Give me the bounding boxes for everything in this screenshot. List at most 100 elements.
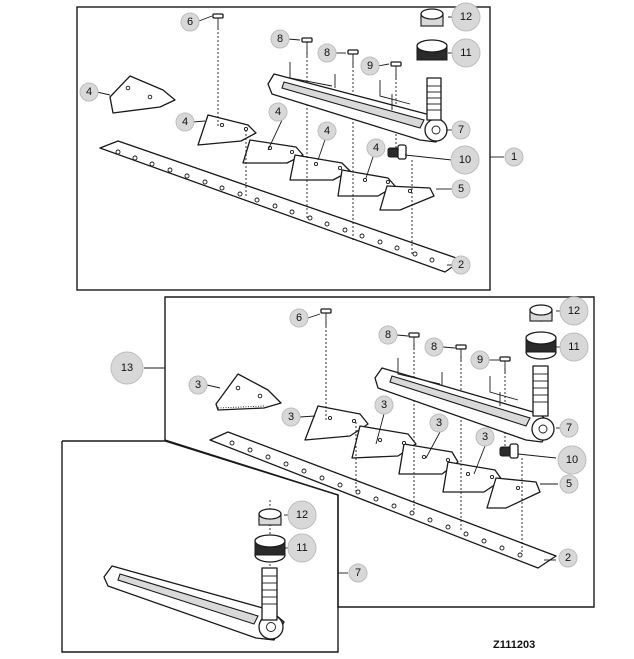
bolt-head [301, 37, 313, 43]
svg-text:4: 4 [324, 125, 330, 137]
top-panel-frame [76, 6, 491, 291]
callout-8: 8 [317, 43, 337, 63]
knife-section [289, 154, 351, 181]
grease-fitting [499, 443, 519, 459]
callout-4: 4 [268, 102, 288, 122]
callout-7: 7 [348, 563, 368, 583]
knife-section [197, 114, 257, 146]
callout-12: 12 [559, 296, 589, 326]
knife-section [337, 169, 396, 197]
svg-text:6: 6 [187, 16, 193, 28]
middle-assembly [144, 304, 560, 569]
svg-text:2: 2 [458, 259, 464, 271]
callouts-bottom: 12 11 7 [287, 500, 368, 583]
top-assembly [96, 8, 504, 273]
svg-text:7: 7 [566, 422, 572, 434]
svg-text:5: 5 [458, 183, 464, 195]
ball-stud [532, 365, 549, 417]
panel-frames [61, 6, 595, 653]
grease-fitting [387, 144, 407, 160]
svg-text:6: 6 [296, 312, 302, 324]
cutter-bar-holes [229, 440, 523, 558]
callout-2: 2 [558, 548, 578, 568]
bolt-head [347, 49, 359, 55]
nut-stack [525, 304, 557, 360]
svg-text:11: 11 [460, 47, 471, 59]
callout-6: 6 [289, 308, 309, 328]
callout-11: 11 [559, 332, 589, 362]
callout-6: 6 [180, 12, 200, 32]
callout-8: 8 [378, 325, 398, 345]
callout-10: 10 [557, 445, 587, 475]
svg-text:11: 11 [296, 542, 307, 554]
callout-7: 7 [451, 120, 471, 140]
svg-text:7: 7 [355, 567, 361, 579]
svg-text:3: 3 [381, 399, 387, 411]
middle-leader-lines [144, 310, 560, 561]
knife-section-loose [109, 75, 176, 114]
callout-11: 11 [287, 533, 317, 563]
callout-4: 4 [366, 138, 386, 158]
callout-3: 3 [374, 395, 394, 415]
ball-stud [261, 567, 278, 621]
svg-text:12: 12 [296, 509, 308, 521]
svg-text:12: 12 [568, 305, 580, 317]
callout-12: 12 [451, 2, 481, 32]
svg-text:4: 4 [373, 142, 379, 154]
callout-10: 10 [450, 145, 480, 175]
bolt-head [390, 61, 402, 67]
svg-text:3: 3 [436, 417, 442, 429]
cutter-bar-holes [115, 149, 435, 263]
svg-text:3: 3 [195, 379, 201, 391]
callout-13: 13 [110, 351, 144, 385]
bottom-panel-frame [61, 440, 339, 653]
knife-section-end [486, 477, 541, 509]
bolt-head [212, 13, 224, 19]
callout-3: 3 [475, 427, 495, 447]
top-leader-lines [96, 15, 504, 266]
callout-12: 12 [287, 500, 317, 530]
callout-2: 2 [451, 255, 471, 275]
callout-5: 5 [559, 474, 579, 494]
svg-text:9: 9 [477, 354, 483, 366]
callouts-middle: 13 6 8 8 9 3 3 3 3 3 12 11 7 10 5 2 [110, 296, 589, 568]
knife-section-loose [215, 373, 282, 411]
bottom-assembly [103, 500, 348, 641]
svg-text:8: 8 [277, 33, 283, 45]
svg-text:9: 9 [367, 60, 373, 72]
svg-text:8: 8 [324, 47, 330, 59]
svg-text:3: 3 [288, 411, 294, 423]
knife-section-end [379, 185, 435, 211]
callout-8: 8 [424, 337, 444, 357]
callouts-top: 6 8 8 9 4 4 4 4 4 12 11 7 10 5 2 1 [79, 2, 524, 275]
bolts [320, 308, 511, 374]
svg-text:4: 4 [86, 86, 92, 98]
callout-4: 4 [175, 112, 195, 132]
svg-text:10: 10 [459, 154, 471, 166]
knife-head-arm [267, 62, 448, 143]
svg-text:12: 12 [460, 11, 472, 23]
callout-11: 11 [451, 38, 481, 68]
bolts [212, 13, 402, 80]
svg-text:8: 8 [385, 329, 391, 341]
knife-section [242, 139, 304, 164]
callout-3: 3 [281, 407, 301, 427]
svg-text:3: 3 [482, 431, 488, 443]
svg-text:1: 1 [511, 151, 517, 163]
svg-text:8: 8 [431, 341, 437, 353]
callout-4: 4 [79, 82, 99, 102]
callout-5: 5 [451, 179, 471, 199]
callout-3: 3 [188, 375, 208, 395]
callout-7: 7 [559, 418, 579, 438]
svg-text:11: 11 [568, 341, 579, 353]
nut-stack [416, 8, 448, 61]
ball-stud [426, 77, 442, 121]
svg-text:4: 4 [275, 106, 281, 118]
svg-text:5: 5 [566, 478, 572, 490]
callout-9: 9 [470, 350, 490, 370]
svg-text:10: 10 [566, 454, 578, 466]
knife-sections [197, 114, 435, 211]
callout-8: 8 [270, 29, 290, 49]
serrated-knife-sections [304, 405, 541, 509]
